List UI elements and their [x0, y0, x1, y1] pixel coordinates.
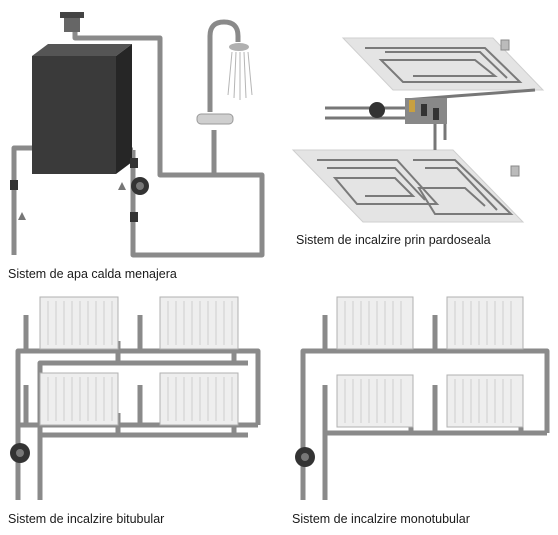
- caption-hot-water: Sistem de apa calda menajera: [8, 267, 177, 281]
- valve-icon: [10, 158, 138, 222]
- caption-floor: Sistem de incalzire prin pardoseala: [296, 233, 491, 247]
- thermostat-icon: [500, 39, 520, 177]
- monotubular-diagram: [285, 285, 558, 510]
- radiator-icon: [39, 296, 239, 426]
- bitubular-diagram: [0, 285, 280, 510]
- pump-icon: [131, 177, 149, 195]
- flow-arrow-icon: [18, 182, 126, 220]
- hot-water-diagram: [0, 0, 280, 265]
- shower-head-icon: [196, 43, 253, 125]
- radiator-icon: [336, 296, 524, 428]
- manifold-icon: [369, 98, 447, 124]
- pump-icon: [10, 443, 30, 463]
- pump-icon: [295, 447, 315, 467]
- caption-bitubular: Sistem de incalzire bitubular: [8, 512, 165, 526]
- caption-monotubular: Sistem de incalzire monotubular: [292, 512, 470, 526]
- tank-icon: [32, 12, 132, 174]
- floor-heating-diagram: [285, 0, 558, 240]
